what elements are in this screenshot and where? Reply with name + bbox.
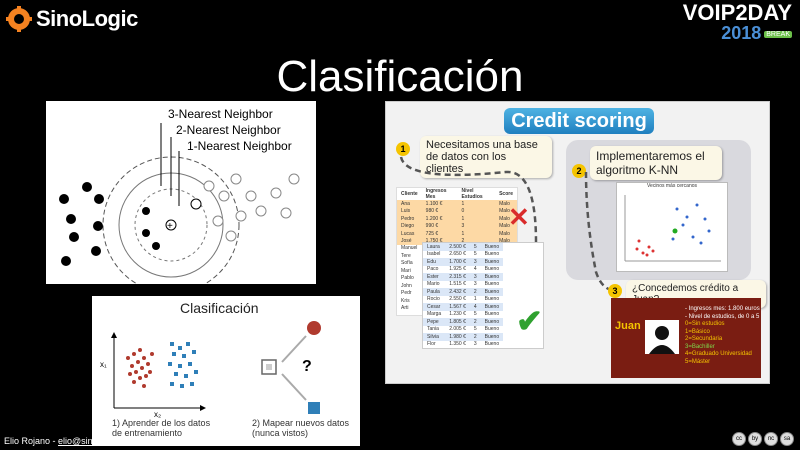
cc-icon: cc [732,432,746,446]
step-3-badge: 3 [608,284,622,298]
axis-x-label: x₂ [154,410,162,419]
caption-map: 2) Mapear nuevos datos (nunca vistos) [252,418,350,438]
step-2-note: Implementaremos el algoritmo K-NN [590,146,722,180]
approve-icon: ✔ [516,303,543,339]
knn-panel: + 3-Nearest Neighbor 2-Nearest Neighbor … [46,101,316,294]
clasificacion-panel: Clasificación x₁ x₂ ? 1) Aprender de los… [92,296,360,446]
juan-card: Juan - Ingresos mes: 1.800 euros - Nivel… [611,298,761,378]
nc-icon: nc [764,432,778,446]
col-estudios: Nivel Estudios [461,188,483,200]
knn-label-3: 3-Nearest Neighbor [168,107,273,121]
credit-scoring-panel: Credit scoring 1 Necesitamos una base de… [385,101,770,384]
col-score: Score [499,191,513,197]
col-cliente: Cliente [401,191,418,197]
credit-scoring-title: Credit scoring [504,108,654,134]
col-ingresos: Ingresos Mes [425,188,447,200]
step-1-badge: 1 [396,142,410,156]
sinologic-logo: SinoLogic [6,6,138,32]
knn-label-1: 1-Nearest Neighbor [187,139,292,153]
license-badge: cc by nc sa [732,432,794,446]
juan-details: - Ingresos mes: 1.800 euros - Nivel de e… [685,306,760,365]
voip2day-year: 2018 [721,23,762,43]
clasificacion-title: Clasificación [180,300,259,316]
person-icon [649,326,675,354]
mini-chart-title: Vecinos más cercanos [646,183,698,189]
by-icon: by [748,432,762,446]
juan-name: Juan [615,320,641,332]
voip2day-text: VOIP2DAY [682,0,792,25]
caption-train: 1) Aprender de los datos de entrenamient… [112,418,211,438]
step-1-note: Necesitamos una base de datos con los cl… [420,136,552,178]
flow-path [399,156,612,292]
step-2-badge: 2 [572,164,586,178]
clasificacion-diagram [111,321,321,414]
axis-y-label: x₁ [100,360,107,369]
sinologic-brand: SinoLogic [36,6,138,31]
voip2day-tag: BREAK [764,31,792,39]
svg-text:+: + [167,221,173,232]
sa-icon: sa [780,432,794,446]
question-mark: ? [302,358,312,375]
knn-label-2: 2-Nearest Neighbor [176,123,281,137]
juan-avatar [645,320,679,354]
mini-knn-chart: Vecinos más cercanos [616,182,728,272]
mini-chart-plot [624,195,721,262]
footer-email-link[interactable]: elio@sinologic.net [58,436,132,446]
table-row: José1.750 €2Malo [397,237,517,245]
slide-title: Clasificación [276,52,524,101]
footer-author: Elio Rojano - [4,436,59,446]
footer-credit: Elio Rojano - elio@sinologic.net [4,436,131,446]
sinologic-icon [6,6,32,32]
reject-icon: ✕ [508,202,530,232]
